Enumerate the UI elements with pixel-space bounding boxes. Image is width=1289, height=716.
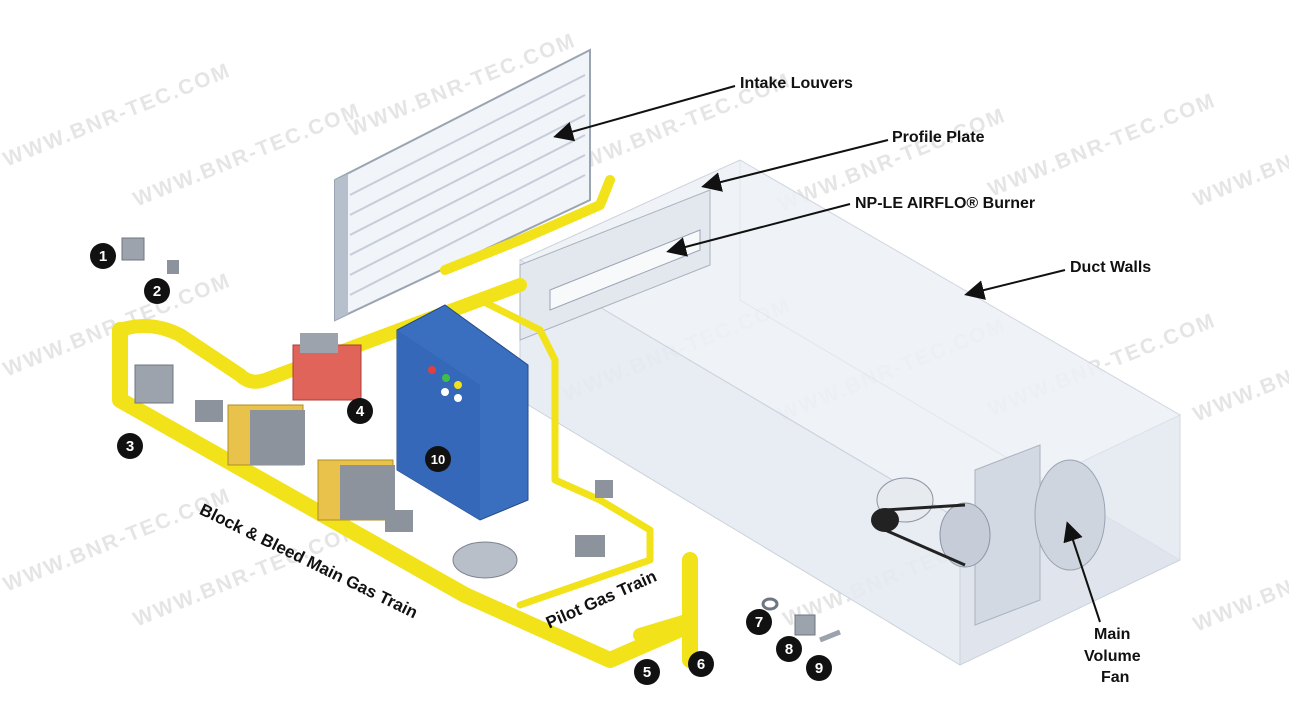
- intake-louvers: [334, 48, 591, 322]
- callout-4: 4: [347, 398, 373, 424]
- callout-6: 6: [688, 651, 714, 677]
- callout-3: 3: [117, 433, 143, 459]
- profile-plate: [519, 189, 711, 341]
- arrow-duct-walls: [964, 269, 1066, 300]
- callout-5: 5: [634, 659, 660, 685]
- leader-arrows: [553, 85, 1101, 623]
- control-panel: [396, 304, 529, 521]
- loose-components: [121, 237, 841, 643]
- arrow-intake-louvers: [553, 85, 736, 142]
- callout-2: 2: [144, 278, 170, 304]
- arrow-burner: [666, 203, 851, 257]
- arrow-profile-plate: [701, 139, 889, 192]
- label-fan-line3: Fan: [1101, 669, 1130, 686]
- burner-valve-assembly: [292, 333, 362, 401]
- callout-8: 8: [776, 636, 802, 662]
- callout-7: 7: [746, 609, 772, 635]
- callout-9: 9: [806, 655, 832, 681]
- gas-piping: [112, 175, 698, 668]
- label-profile-plate: Profile Plate: [892, 129, 985, 146]
- main-volume-fan: [871, 444, 1106, 626]
- arrow-fan: [1063, 521, 1101, 623]
- label-intake-louvers: Intake Louvers: [740, 75, 853, 92]
- label-duct-walls: Duct Walls: [1070, 259, 1152, 276]
- label-fan-line2: Volume: [1084, 648, 1141, 665]
- callout-10: 10: [425, 446, 451, 472]
- label-burner: NP-LE AIRFLO® Burner: [855, 195, 1036, 212]
- valve-actuators: [134, 364, 613, 579]
- label-fan-line1: Main: [1094, 626, 1131, 643]
- callout-1: 1: [90, 243, 116, 269]
